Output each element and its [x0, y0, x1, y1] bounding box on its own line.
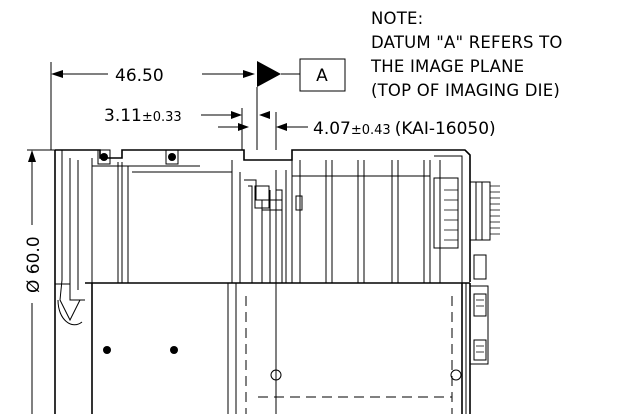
offset-2-arrow-a [238, 123, 249, 131]
offset-1-arrow-b [259, 111, 270, 119]
offset-1-arrow-a [231, 111, 242, 119]
connector-pins [490, 185, 500, 235]
note-line-4: (TOP OF IMAGING DIE) [371, 81, 560, 100]
small-connector [473, 254, 487, 280]
arrowhead-right [243, 70, 255, 78]
offset-2-value: 4.07±0.43(KAI-16050) [313, 119, 496, 139]
dimension-offset-2: 4.07±0.43(KAI-16050) [218, 112, 496, 150]
note-line-3: THE IMAGE PLANE [370, 57, 524, 76]
note-line-1: NOTE: [371, 9, 423, 28]
datum-box [299, 58, 346, 92]
top-profile [55, 149, 471, 282]
mount-hole-2 [450, 369, 462, 381]
screw-hole-2 [170, 346, 178, 354]
datum-triangle [257, 61, 281, 87]
camera-body [54, 149, 500, 414]
flange-distance-label: 46.50 [115, 66, 164, 86]
dimension-flange-distance: 46.50 [50, 62, 255, 150]
datum-note: NOTE: DATUM "A" REFERS TO THE IMAGE PLAN… [370, 9, 563, 100]
mount-hole-1 [270, 369, 282, 381]
o-ring-2 [168, 153, 176, 161]
offset-2-arrow-b [276, 123, 287, 131]
screw-hole-1 [103, 346, 111, 354]
diameter-arrow-top [28, 150, 36, 162]
arrowhead-left [51, 70, 63, 78]
note-line-2: DATUM "A" REFERS TO [371, 33, 563, 52]
dimension-diameter: Ø 60.0 [24, 149, 55, 414]
dimension-offset-1: 3.11±0.33 [104, 106, 270, 150]
datum-a-symbol: A [256, 58, 346, 150]
datum-label: A [316, 66, 328, 86]
connector-body [470, 181, 491, 241]
o-ring-1 [100, 153, 108, 161]
diameter-label: Ø 60.0 [24, 236, 44, 293]
offset-1-value: 3.11±0.33 [104, 106, 182, 126]
